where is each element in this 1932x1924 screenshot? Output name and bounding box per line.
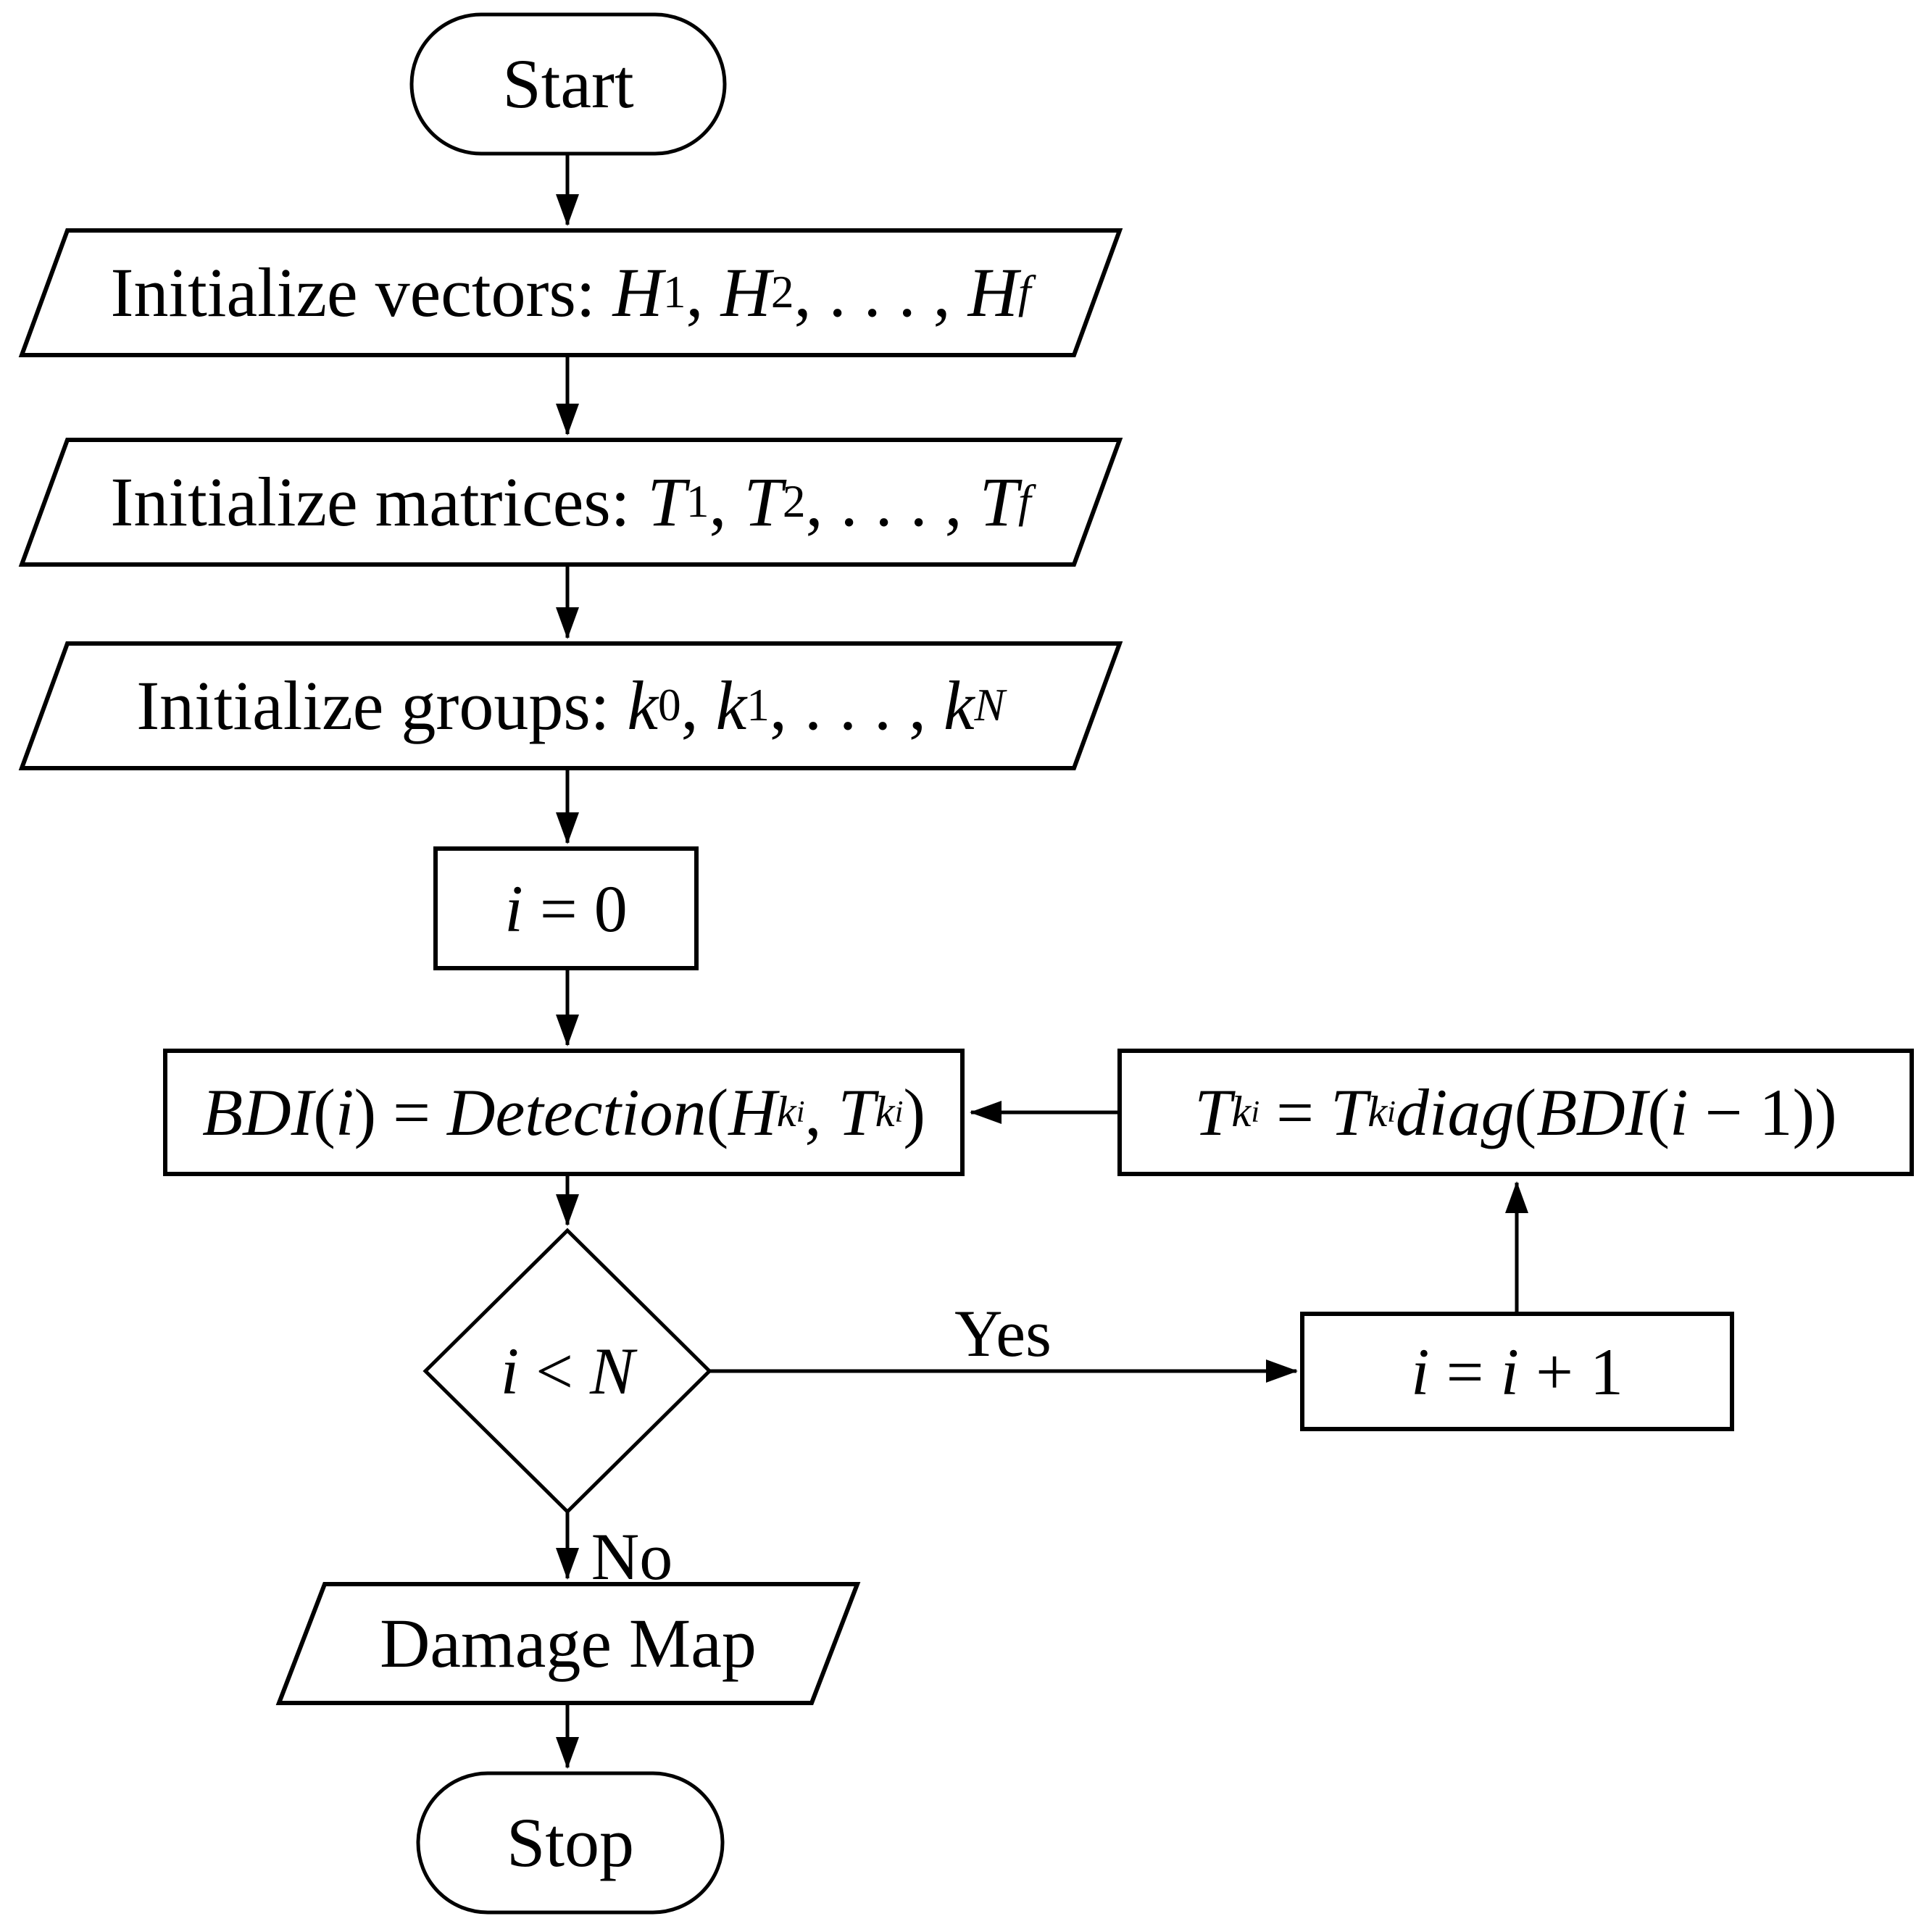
label-segment: H — [612, 254, 663, 331]
label-segment: i — [1387, 1094, 1396, 1129]
label-segment: Initialize vectors: — [110, 254, 613, 331]
label-segment: f — [1017, 476, 1031, 528]
label-segment: T — [647, 463, 686, 541]
label-segment: T — [1331, 1075, 1368, 1149]
increment-i-process-shape — [1300, 1312, 1734, 1431]
label-segment: k — [875, 1087, 895, 1136]
label-segment: i — [335, 1075, 354, 1149]
label-segment: i — [1670, 1075, 1689, 1149]
label-segment: k — [627, 667, 658, 744]
label-segment: 2 — [770, 267, 794, 318]
init-matrices-parallelogram-shape — [18, 438, 1123, 567]
label-segment: = — [1259, 1075, 1331, 1149]
no-edge-label: No — [591, 1520, 673, 1594]
label-segment: i — [796, 1094, 805, 1129]
label-segment: , — [709, 463, 744, 541]
label-segment: ( — [1647, 1075, 1670, 1149]
label-segment: ) — [903, 1075, 925, 1149]
label-segment: f — [1017, 267, 1031, 318]
label-segment: 1 — [686, 476, 709, 528]
label-segment: Initialize matrices: — [110, 463, 648, 541]
stop-terminator-shape — [416, 1771, 725, 1915]
label-segment: T — [1194, 1075, 1232, 1149]
label-segment: BDI — [1536, 1075, 1648, 1149]
label-segment: k — [1231, 1087, 1252, 1136]
label-segment: , — [686, 254, 721, 331]
label-segment: , . . . , — [769, 667, 944, 744]
init-vectors-parallelogram-shape — [18, 228, 1123, 357]
label-segment: 1 — [662, 267, 686, 318]
label-segment: − 1 — [1688, 1075, 1793, 1149]
label-segment: 1 — [746, 680, 770, 731]
label-segment: ( — [313, 1075, 336, 1149]
label-segment: H — [720, 254, 771, 331]
label-segment: k — [776, 1087, 796, 1136]
label-segment: i — [500, 1334, 520, 1408]
label-segment: i — [504, 871, 523, 946]
label-segment: H — [728, 1075, 777, 1149]
increment-i-node-label: i = i + 1 — [1302, 1314, 1732, 1429]
label-segment: 2 — [782, 476, 806, 528]
label-segment: , — [804, 1075, 838, 1149]
set-i-zero-node-label: i = 0 — [436, 849, 696, 968]
label-segment: + 1 — [1519, 1334, 1623, 1409]
label-segment: BDI — [202, 1075, 314, 1149]
label-segment: 0 — [657, 680, 681, 731]
label-segment: H — [967, 254, 1018, 331]
label-segment: , . . . , — [794, 254, 968, 331]
set-i-zero-process-shape — [433, 846, 699, 970]
label-segment: i — [894, 1094, 904, 1129]
label-segment: k — [1367, 1087, 1388, 1136]
label-segment: = — [1429, 1334, 1501, 1409]
label-segment: , . . . , — [805, 463, 980, 541]
label-segment: < — [519, 1334, 591, 1408]
label-segment: T — [744, 463, 783, 541]
decision-node-label: i < N — [425, 1230, 709, 1512]
label-segment: diag — [1395, 1075, 1515, 1149]
label-segment: N — [590, 1334, 635, 1408]
stop-node-label: Stop — [506, 1804, 635, 1881]
label-segment: T — [979, 463, 1018, 541]
damage-map-node-label: Damage Map — [380, 1604, 757, 1682]
label-segment: k — [943, 667, 975, 744]
label-segment: N — [974, 680, 1005, 731]
label-segment: i — [1251, 1094, 1260, 1129]
label-segment: ( — [1514, 1075, 1537, 1149]
bdi-detection-process-shape — [163, 1049, 965, 1176]
label-segment: , — [680, 667, 716, 744]
damage-map-parallelogram-shape — [275, 1582, 861, 1705]
label-segment: ( — [706, 1075, 729, 1149]
label-segment: k — [715, 667, 747, 744]
label-segment: ) = — [354, 1075, 448, 1149]
init-groups-parallelogram-shape — [18, 641, 1123, 770]
yes-edge-label: Yes — [954, 1296, 1052, 1370]
label-segment: i — [1500, 1334, 1520, 1409]
start-node-label: Start — [502, 45, 634, 122]
label-segment: Initialize groups: — [136, 667, 628, 744]
label-segment: )) — [1792, 1075, 1837, 1149]
label-segment: = 0 — [522, 871, 628, 946]
label-segment: i — [1411, 1334, 1430, 1409]
label-segment: T — [838, 1075, 875, 1149]
label-segment: Detection — [447, 1075, 707, 1149]
